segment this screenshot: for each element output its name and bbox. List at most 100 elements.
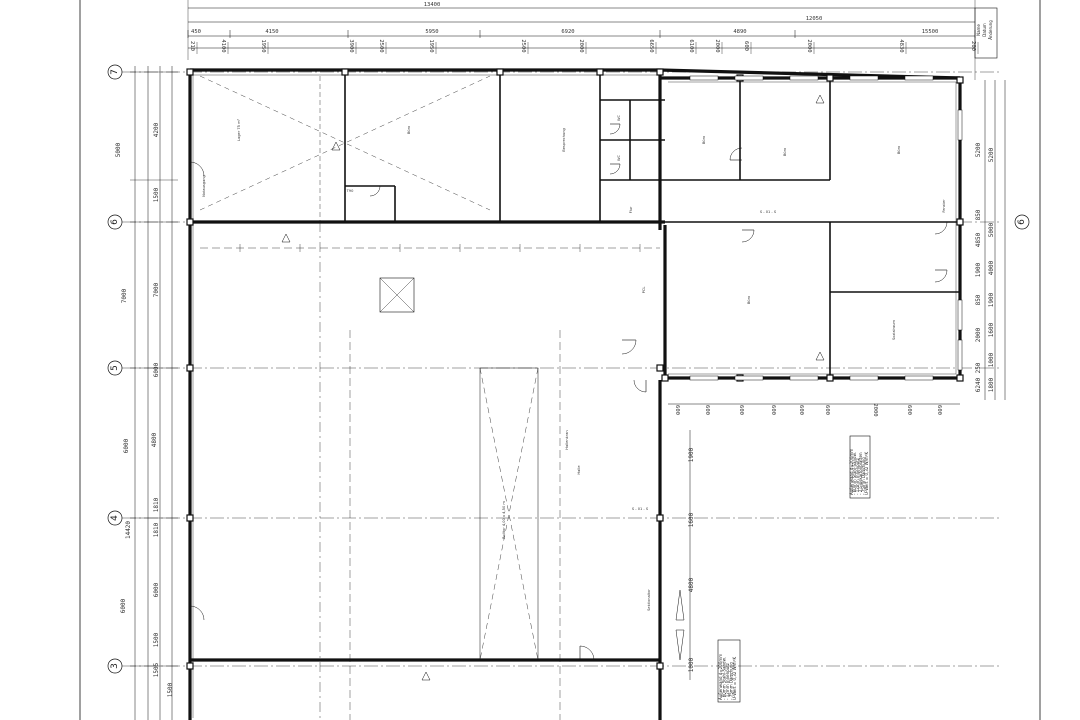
- left-inner-dim: 1500: [153, 187, 160, 202]
- office-bottom-dim: 600: [936, 405, 942, 415]
- wall-type-note-2-text: - 60mm Stahl-Sandw.: [722, 657, 727, 700]
- door-office-4-swing: [934, 269, 948, 283]
- sektionaltor-label: Sektionaltor: [647, 589, 651, 611]
- column: [656, 68, 664, 76]
- top-row3-dim: 2500: [378, 39, 384, 52]
- wall-type-note-1-text: Außenwand d=200mm: [849, 449, 854, 495]
- top-row3-dim: 200: [970, 41, 976, 51]
- wall-type-note-2-text: U-Wert = 0,32 W/m²K: [732, 657, 737, 700]
- wall-type-note-1-text: - 75mm Dämmung: [861, 457, 866, 495]
- top-row3-dim: 6100: [688, 39, 694, 52]
- hall-right-dim: 1900: [688, 447, 695, 462]
- direction-arrow-up: [675, 589, 685, 621]
- axis-label-right-6: 6: [1017, 219, 1027, 225]
- section-marker-a2: [421, 671, 431, 681]
- right-side-dim: 1000: [988, 352, 995, 367]
- door-office-2-swing: [741, 229, 755, 243]
- right-stack-dim: 850: [975, 209, 982, 220]
- room-label: Büro: [747, 296, 751, 304]
- office-bottom-dim: 2000: [872, 403, 878, 416]
- window-top: [734, 75, 764, 81]
- column: [596, 68, 604, 76]
- door-office-3-swing: [934, 221, 948, 235]
- right-side-dim: 5000: [988, 222, 995, 237]
- revision-box: [974, 7, 998, 59]
- room-label: Flur: [629, 206, 633, 213]
- crane-runway-rect: [479, 367, 539, 661]
- column: [956, 218, 964, 226]
- window-right: [957, 299, 963, 331]
- right-stack-dim: 4850: [975, 232, 982, 247]
- hall-right-dim: 1000: [688, 657, 695, 672]
- left-inner-dim: 7000: [153, 282, 160, 297]
- right-stack-dim: 1900: [975, 262, 982, 277]
- window-top: [849, 75, 879, 81]
- office-bottom-dim: 600: [798, 405, 804, 415]
- left-stack-dim: 6000: [120, 598, 127, 613]
- room-label: Lager 75 m²: [237, 118, 241, 141]
- left-inner-dim: 1505: [153, 662, 160, 677]
- window-note: Fenster: [942, 199, 946, 213]
- window-top: [789, 75, 819, 81]
- office-bottom-dim: 600: [738, 405, 744, 415]
- right-stack-dim: 850: [975, 294, 982, 305]
- top-row3-dim: 2000: [714, 39, 720, 52]
- wall-type-note-1-text: - 2 Gipskartonplatten: [858, 452, 863, 495]
- left-stack-dim: 5000: [115, 142, 122, 157]
- stair-label: PCL: [642, 287, 646, 294]
- wall-type-note-2-text: - 12mm Innenputz: [725, 663, 730, 700]
- left-inner-dim: 6000: [153, 362, 160, 377]
- left-inner-dim: 4800: [151, 432, 158, 447]
- revision-box-text: Name: [976, 24, 981, 36]
- room-label: Büro: [702, 136, 706, 144]
- door-wc-2-swing: [609, 163, 621, 175]
- room-label: Besprechung: [562, 128, 566, 152]
- hall-right-dim: 4800: [688, 577, 695, 592]
- wall-type-note-2: [717, 639, 741, 703]
- room-label: WC: [617, 154, 621, 161]
- top-row2-dim: 15500: [922, 29, 939, 35]
- wall-type-note-1: [849, 435, 871, 499]
- right-side-dim: 1800: [988, 377, 995, 392]
- room-label: WC: [617, 114, 621, 121]
- window-top: [904, 75, 934, 81]
- top-row2-dim: 5950: [425, 29, 438, 35]
- room-label: Büro: [897, 146, 901, 154]
- office-bottom-dim: 600: [704, 405, 710, 415]
- column: [496, 68, 504, 76]
- notausgang-label: Notausgang: [202, 175, 206, 197]
- door-tag: T90: [346, 189, 354, 193]
- axis-label-6: 6: [110, 219, 120, 225]
- top-row3-dim: 210: [189, 41, 195, 51]
- section-marker-a4: [815, 94, 825, 104]
- column: [186, 514, 194, 522]
- window-bottom: [734, 375, 764, 381]
- top-row2-dim: 450: [191, 29, 201, 35]
- room-label: Büro: [407, 126, 411, 134]
- wall-type-note-2-text: Außenwand d=200mm: [718, 654, 723, 700]
- door-left-lower-swing: [189, 605, 205, 621]
- door-left-upper-swing: [189, 161, 205, 177]
- top-right-overall-dim: 12050: [806, 16, 823, 22]
- door-office-wing-swing: [633, 379, 647, 393]
- left-stack-dim: 6000: [123, 438, 130, 453]
- top-row3-dim: 4830: [898, 39, 904, 52]
- left-stack-dim: 7000: [121, 288, 128, 303]
- top-row2-dim: 6920: [561, 29, 574, 35]
- wall-type-note-1-text: - 60mm Stahl-Sandw.: [852, 452, 857, 495]
- hall-right-dim: 1600: [688, 512, 695, 527]
- column: [341, 68, 349, 76]
- window-right: [957, 109, 963, 141]
- door-wc-1-swing: [609, 123, 621, 135]
- top-row3-dim: 2000: [578, 39, 584, 52]
- column: [661, 374, 669, 382]
- office-bottom-dim: 600: [770, 405, 776, 415]
- revision-box-text: Datum: [982, 23, 987, 37]
- top-row2-dim: 4150: [265, 29, 278, 35]
- right-stack-dim: 250: [975, 362, 982, 373]
- section-marker-a3: [331, 141, 341, 151]
- room-label: Büro: [783, 148, 787, 156]
- section-label-1: S - 01 - S: [632, 507, 649, 511]
